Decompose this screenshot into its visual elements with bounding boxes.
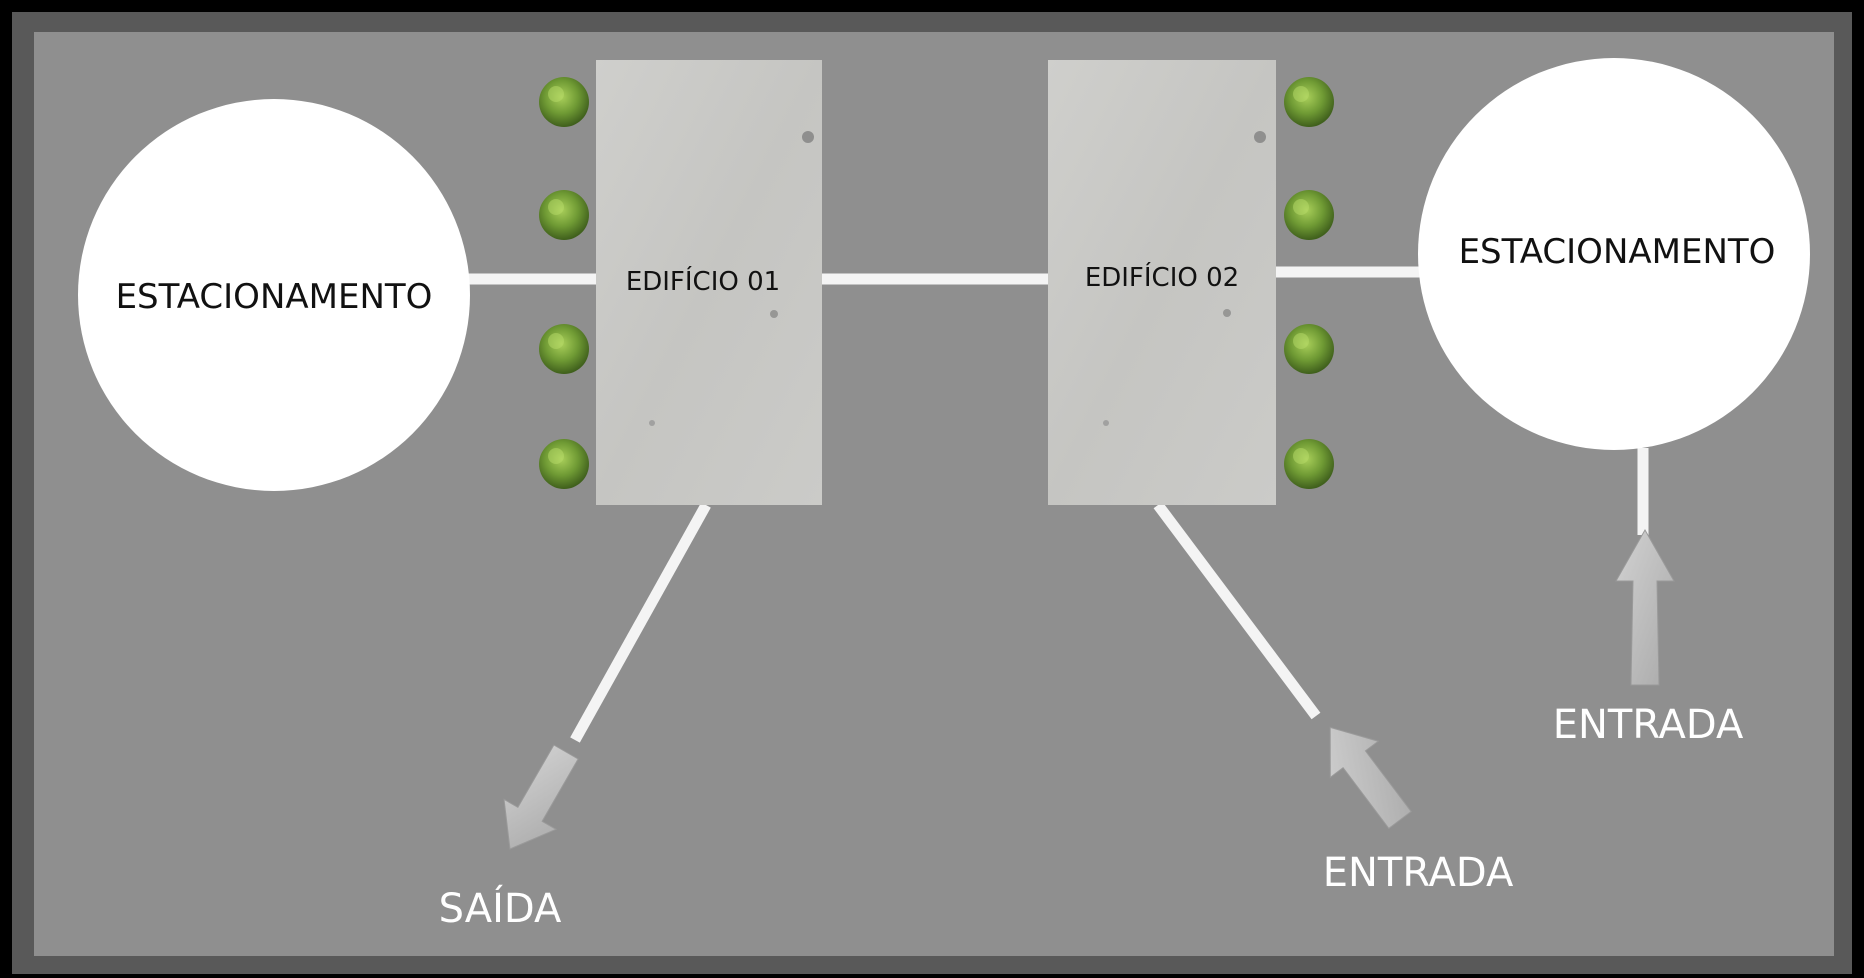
connectors (465, 266, 1649, 743)
building-2-speck (1103, 420, 1109, 426)
entrance-middle-label: ENTRADA (1323, 850, 1514, 896)
tree-icon (539, 324, 589, 374)
exit-arrow-icon (503, 744, 579, 850)
building-1-footprint (596, 60, 822, 505)
connector-building-1-to-exit (570, 502, 711, 743)
parking-left[interactable]: ESTACIONAMENTO (78, 99, 470, 491)
building-1[interactable]: EDIFÍCIO 01 (596, 60, 822, 505)
building-2[interactable]: EDIFÍCIO 02 (1048, 60, 1276, 505)
tree-icon (539, 77, 589, 127)
connector-building-2-to-entrance (1153, 501, 1321, 720)
parking-right-label: ESTACIONAMENTO (1459, 232, 1776, 272)
entrance-right-arrow-icon (1615, 528, 1675, 686)
exit-label: SAÍDA (439, 884, 562, 932)
building-1-speck (802, 131, 814, 143)
tree-icon (1284, 77, 1334, 127)
tree-icon (539, 190, 589, 240)
building-2-footprint (1048, 60, 1276, 505)
parking-left-label: ESTACIONAMENTO (116, 277, 433, 317)
tree-icon (1284, 439, 1334, 489)
building-2-label: EDIFÍCIO 02 (1085, 261, 1239, 293)
tree-icon (1284, 324, 1334, 374)
building-1-speck (770, 310, 778, 318)
building-2-speck (1223, 309, 1231, 317)
parking-right-circle (1418, 58, 1810, 450)
entrance-right-label: ENTRADA (1553, 702, 1744, 748)
parking-right[interactable]: ESTACIONAMENTO (1418, 58, 1810, 450)
entrance-middle-arrow-icon (1329, 726, 1412, 830)
trees-building-2 (1284, 77, 1334, 489)
tree-icon (539, 439, 589, 489)
building-1-speck (649, 420, 655, 426)
parking-left-circle (78, 99, 470, 491)
tree-icon (1284, 190, 1334, 240)
building-2-speck (1254, 131, 1266, 143)
building-1-label: EDIFÍCIO 01 (626, 265, 780, 297)
trees-building-1 (539, 77, 589, 489)
